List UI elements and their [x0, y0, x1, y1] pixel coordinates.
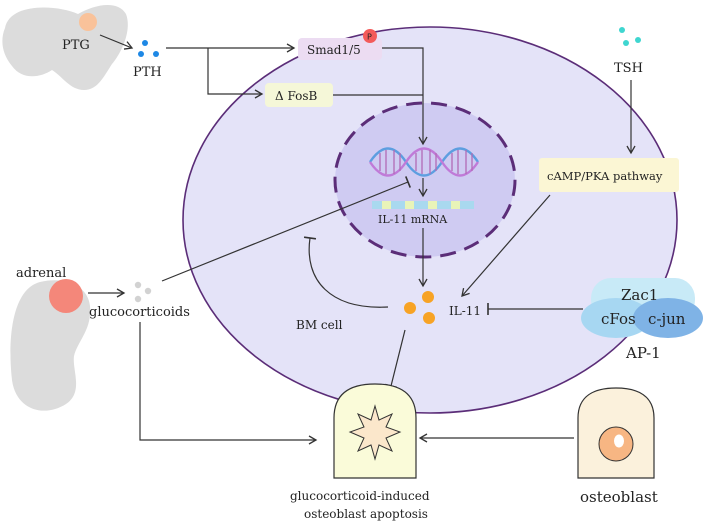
pth-label: PTH [133, 65, 162, 80]
ap1-complex [581, 278, 703, 338]
adrenal-gland [49, 279, 83, 313]
ap1-label: AP-1 [625, 344, 661, 362]
glucocorticoid-dots [134, 281, 152, 303]
fosb-box [265, 83, 333, 107]
kidney-adrenal-icon [10, 280, 91, 411]
pth-dots [138, 40, 159, 57]
thyroid-gland-icon [2, 4, 128, 91]
camp-pka-label: cAMP/PKA pathway [547, 169, 663, 183]
phospho-badge [363, 29, 377, 43]
smad-to-dna-arrow [382, 47, 428, 146]
ptg-label: PTG [62, 38, 90, 53]
phospho-label: P [367, 33, 372, 42]
pth-to-fosb-arrow [207, 48, 264, 99]
osteoblast-cell-icon [577, 387, 655, 479]
tsh-dots [619, 27, 641, 46]
dna-helix-icon [369, 147, 479, 177]
tsh-label: TSH [614, 61, 643, 76]
bm-cell-label: BM cell [296, 318, 343, 332]
zac1-label: Zac1 [621, 286, 658, 304]
gc-to-apoptosis-arrow [139, 322, 318, 445]
il11-mrna-label: IL-11 mRNA [378, 213, 448, 226]
cjun-label: c-jun [648, 310, 686, 328]
apoptosis-label-line2: osteoblast apoptosis [304, 507, 428, 521]
mrna-strand [372, 201, 474, 209]
apoptosis-label-line1: glucocorticoid-induced [290, 489, 430, 503]
il11-autocrine-inhibition [303, 236, 389, 308]
ptg-dot [79, 13, 97, 31]
apoptotic-cell-icon [333, 383, 417, 479]
glucocorticoids-label: glucocorticoids [89, 305, 190, 320]
ptg-to-pth-arrow [99, 34, 134, 50]
smad-box [298, 38, 382, 60]
il11-label: IL-11 [449, 304, 481, 318]
il11-inhibits-apoptosis [384, 329, 406, 389]
camp-pka-box [539, 158, 679, 192]
smad-label: Smad1/5 [307, 43, 361, 57]
nucleus [333, 101, 517, 259]
camp-to-il11-arrow [461, 194, 551, 297]
cfos-label: cFos [601, 310, 636, 328]
adrenal-label: adrenal [16, 266, 66, 281]
osteoblast-label: osteoblast [580, 488, 658, 506]
gc-inhibits-transcription [161, 176, 411, 282]
fosb-label: Δ FosB [275, 89, 318, 103]
il11-dots [404, 291, 435, 324]
